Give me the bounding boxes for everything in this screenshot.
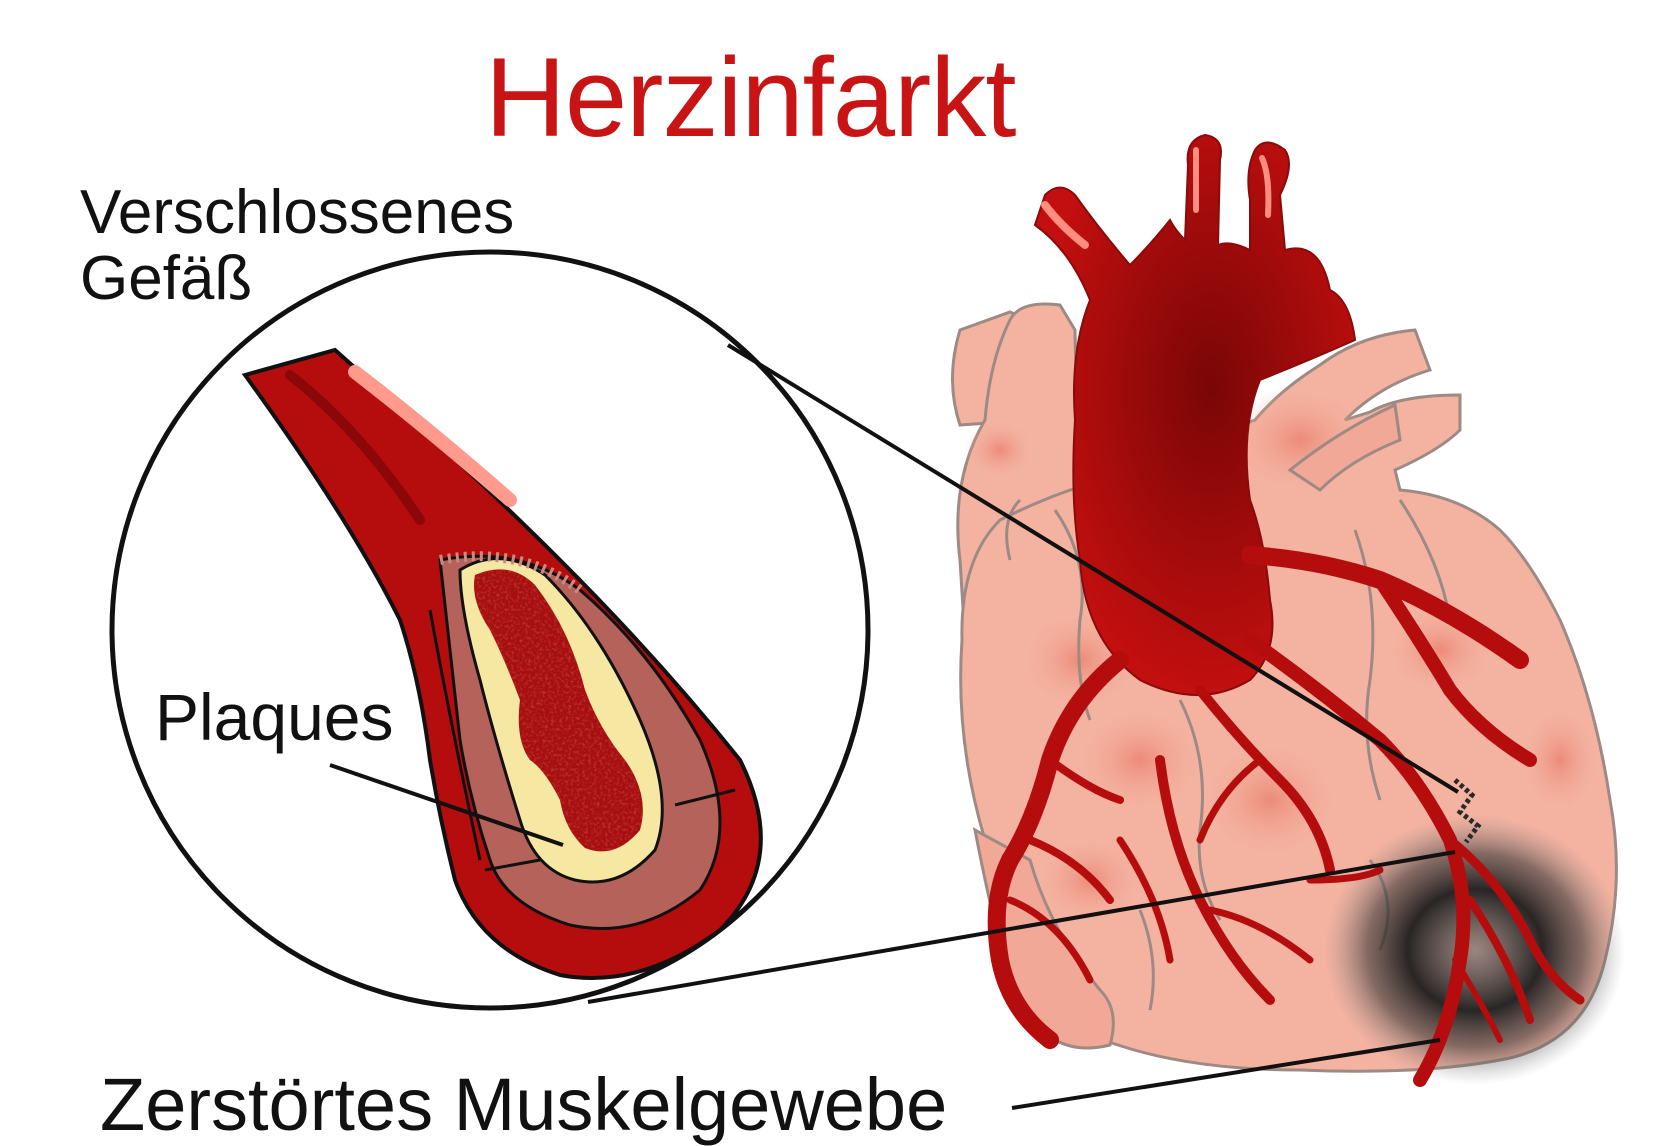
- heart: [953, 135, 1626, 1085]
- occluded-vessel-label: Verschlossenes Gefäß: [80, 180, 514, 312]
- occluded-vessel-label-line1: Verschlossenes: [80, 180, 514, 246]
- page-title: Herzinfarkt: [485, 42, 1015, 154]
- occluded-vessel-label-line2: Gefäß: [80, 246, 514, 312]
- magnifier: [112, 252, 868, 1008]
- plaques-label: Plaques: [155, 684, 394, 750]
- destroyed-muscle-label: Zerstörtes Muskelgewebe: [100, 1068, 947, 1142]
- necrotic-tissue: [1325, 815, 1625, 1085]
